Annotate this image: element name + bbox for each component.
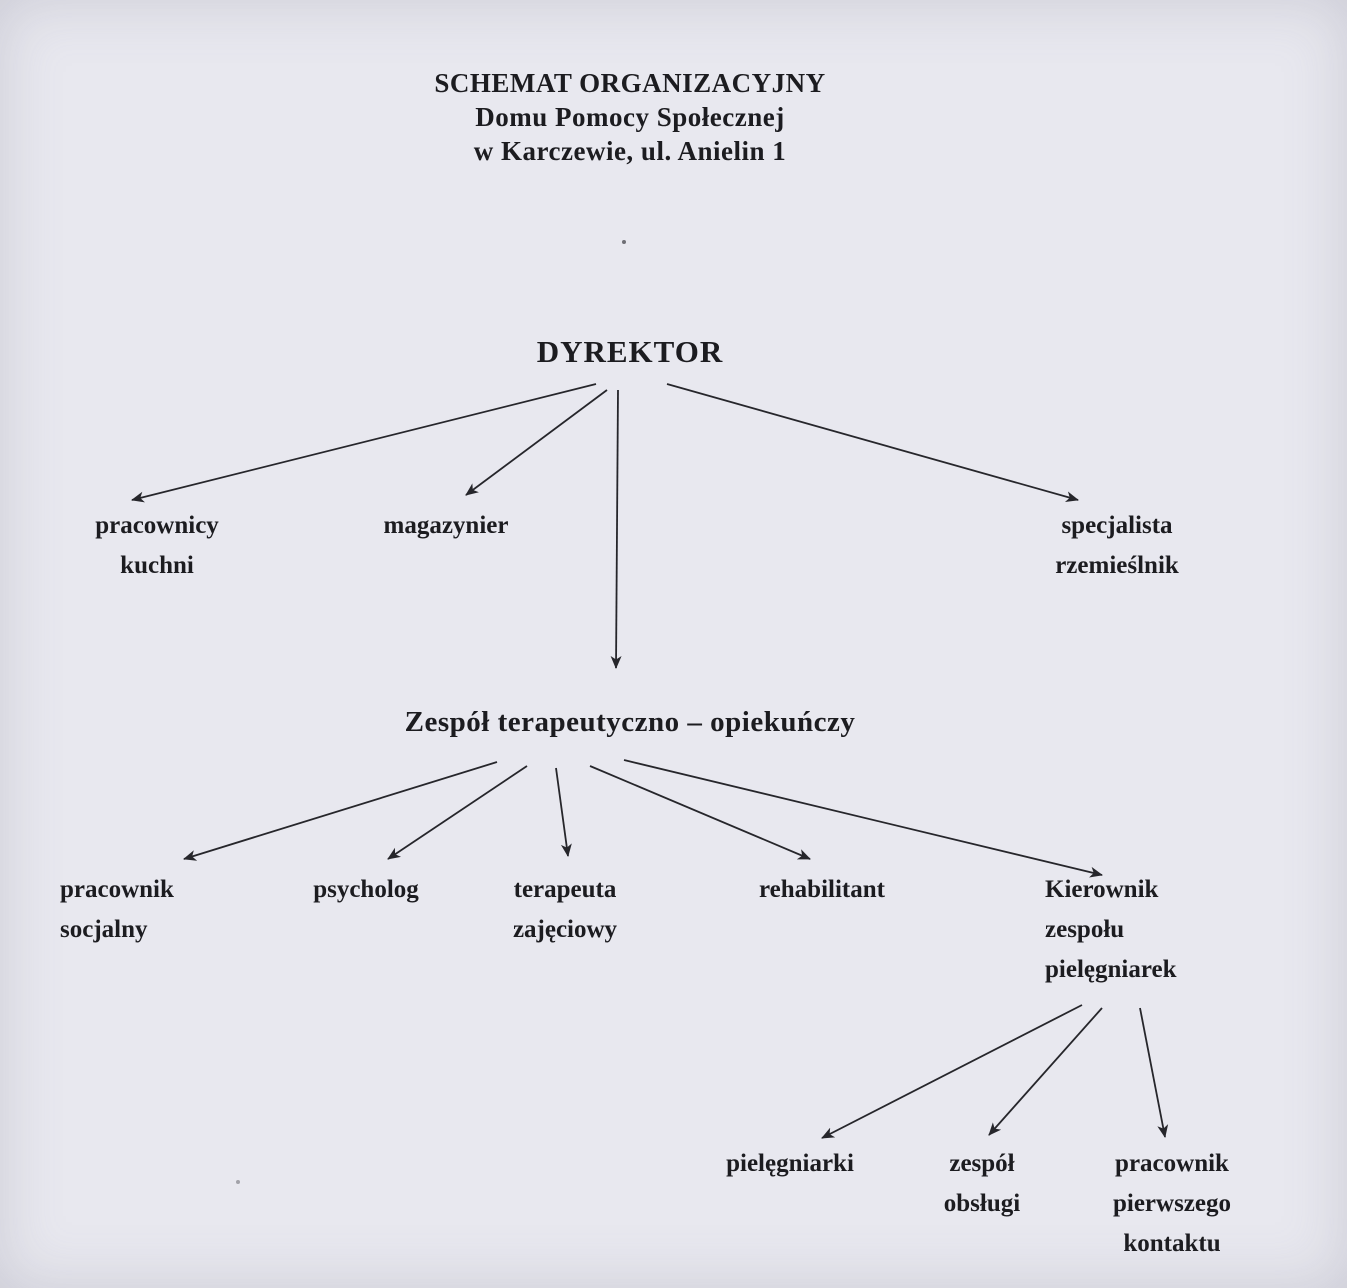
- node-rehabilitant: rehabilitant: [759, 876, 885, 903]
- chart-title: SCHEMAT ORGANIZACYJNY Domu Pomocy Społec…: [0, 66, 1260, 168]
- arrow-zespol-to-psycholog: [387, 765, 528, 860]
- node-zespol-obslugi: zespół obsługi: [943, 1150, 1021, 1217]
- node-dyrektor: DYREKTOR: [536, 334, 724, 369]
- arrow-zespol-to-pracownik-socjalny: [183, 761, 498, 861]
- node-psycholog: psycholog: [313, 876, 419, 903]
- node-pracownicy-kuchni: pracownicy kuchni: [95, 512, 219, 579]
- node-pracownik-socjalny: pracownik socjalny: [60, 876, 174, 943]
- arrow-zespol-to-rehabilitant: [589, 765, 811, 860]
- arrow-dyrektor-to-magazynier: [465, 389, 608, 496]
- arrow-kierownik-to-pielegniarki: [821, 1004, 1083, 1139]
- scan-speck: [622, 240, 626, 244]
- arrow-dyrektor-to-zespol: [610, 389, 622, 669]
- arrow-dyrektor-to-specjalista: [666, 383, 1079, 503]
- arrow-kierownik-to-pracownik-kontaktu: [1139, 1007, 1169, 1138]
- node-terapeuta-zajeciowy: terapeuta zajęciowy: [512, 876, 618, 943]
- arrow-zespol-to-terapeuta: [555, 767, 572, 857]
- arrow-dyrektor-to-pracownicy-kuchni: [131, 383, 597, 503]
- scan-speck: [236, 1180, 240, 1184]
- arrow-kierownik-to-zespol-obslugi: [988, 1007, 1103, 1136]
- arrow-zespol-to-kierownik: [623, 759, 1103, 878]
- node-magazynier: magazynier: [383, 512, 509, 539]
- title-line-2: Domu Pomocy Społecznej: [475, 102, 785, 132]
- node-zespol-terapeutyczny: Zespół terapeutyczno – opiekuńczy: [404, 706, 856, 738]
- node-specjalista-rzemieslnik: specjalista rzemieślnik: [1055, 512, 1179, 579]
- title-line-3: w Karczewie, ul. Anielin 1: [473, 136, 787, 166]
- title-line-1: SCHEMAT ORGANIZACYJNY: [434, 68, 826, 98]
- node-pracownik-pierwszego-kontaktu: pracownik pierwszego kontaktu: [1112, 1150, 1232, 1257]
- node-pielegniarki: pielęgniarki: [726, 1150, 854, 1177]
- node-kierownik-zespolu-pielegniarek: Kierownik zespołu pielęgniarek: [1045, 876, 1177, 983]
